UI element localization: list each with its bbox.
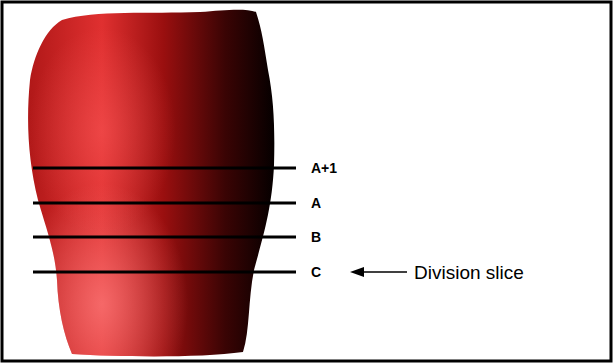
slice-label: C <box>311 265 321 279</box>
slice-label: A <box>311 196 321 210</box>
slice-line <box>33 271 296 274</box>
slice-label: B <box>311 230 321 244</box>
slice-lines <box>33 168 296 272</box>
callout-text: Division slice <box>414 263 524 282</box>
slice-line <box>33 236 296 239</box>
tooth-shape <box>28 10 274 357</box>
slice-line <box>33 167 296 170</box>
slice-line <box>33 202 296 205</box>
slice-label: A+1 <box>311 161 337 175</box>
leader-arrow <box>350 267 407 277</box>
